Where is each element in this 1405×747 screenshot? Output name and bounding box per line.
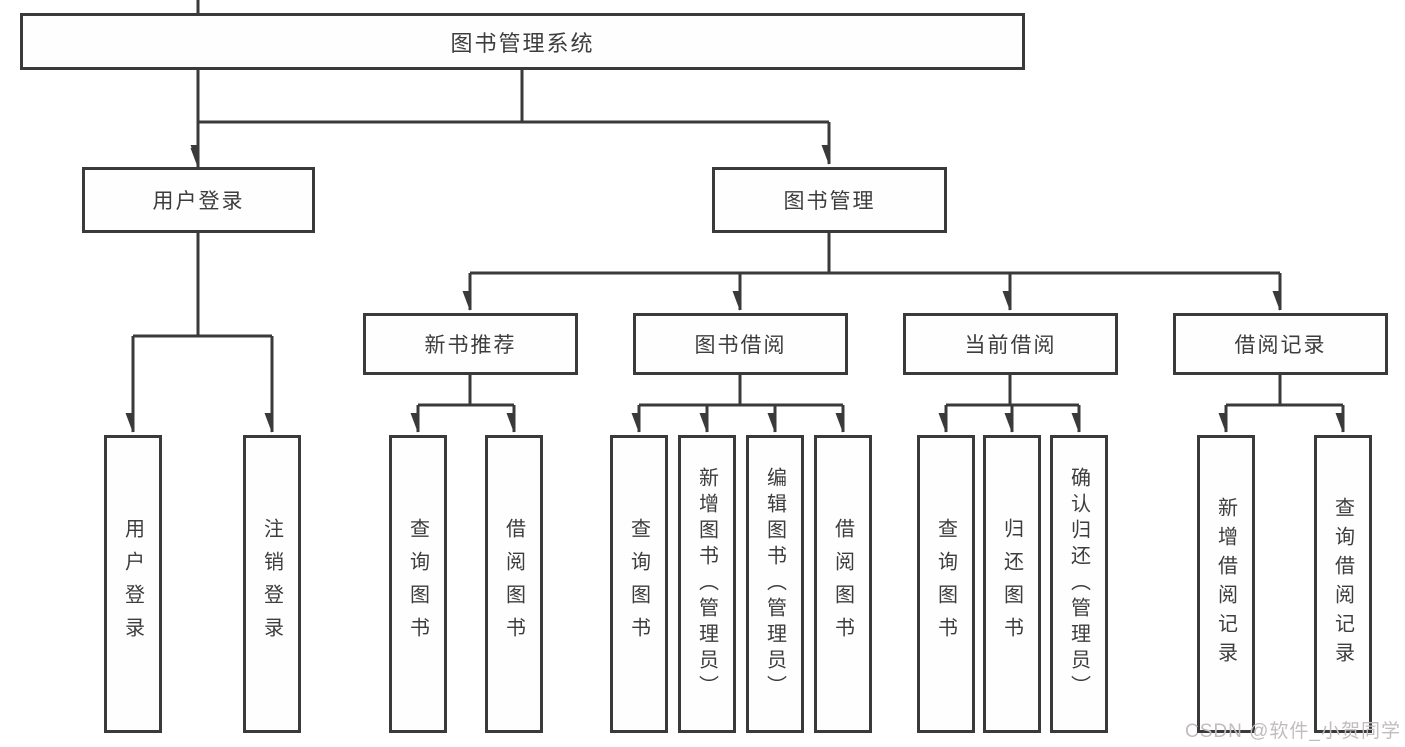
node-label: 当前借阅 [964, 334, 1057, 357]
leaf-query-borrow-record: 查询借阅记录 [1314, 435, 1372, 733]
node-label: 新增图书（管理员） [695, 467, 718, 701]
node-book-management-system: 图书管理系统 [20, 13, 1025, 70]
leaf-query-books-recommend: 查询图书 [389, 435, 447, 733]
node-label: 用户登录 [152, 190, 245, 213]
node-label: 注销登录 [260, 518, 283, 650]
leaf-query-books-current: 查询图书 [917, 435, 975, 733]
node-label: 查询图书 [934, 518, 957, 650]
node-label: 编辑图书（管理员） [763, 467, 786, 701]
leaf-return-books: 归还图书 [983, 435, 1041, 733]
node-label: 图书借阅 [694, 334, 787, 357]
node-label: 确认归还（管理员） [1067, 467, 1090, 701]
node-new-book-recommend: 新书推荐 [363, 313, 578, 375]
node-book-management: 图书管理 [712, 167, 947, 233]
node-label: 归还图书 [1000, 518, 1023, 650]
node-user-login: 用户登录 [82, 167, 315, 233]
node-label: 图书管理 [783, 190, 876, 213]
leaf-add-books-admin: 新增图书（管理员） [678, 435, 736, 733]
leaf-user-login: 用户登录 [104, 435, 162, 733]
leaf-borrow-books-recommend: 借阅图书 [485, 435, 543, 733]
node-borrowing-records: 借阅记录 [1173, 313, 1388, 375]
leaf-query-books-borrowing: 查询图书 [610, 435, 668, 733]
node-label: 借阅记录 [1234, 334, 1327, 357]
node-label: 新增借阅记录 [1214, 497, 1237, 671]
node-label: 用户登录 [121, 518, 144, 650]
node-label: 查询借阅记录 [1331, 497, 1354, 671]
leaf-borrow-books: 借阅图书 [814, 435, 872, 733]
leaf-add-borrow-record: 新增借阅记录 [1197, 435, 1255, 733]
leaf-edit-books-admin: 编辑图书（管理员） [746, 435, 804, 733]
node-label: 查询图书 [406, 518, 429, 650]
node-label: 借阅图书 [502, 518, 525, 650]
node-label: 新书推荐 [424, 334, 517, 357]
leaf-confirm-return-admin: 确认归还（管理员） [1050, 435, 1108, 733]
node-label: 图书管理系统 [450, 30, 595, 56]
leaf-logout: 注销登录 [243, 435, 301, 733]
node-label: 查询图书 [627, 518, 650, 650]
csdn-watermark: CSDN @软件_小贺同学 [1185, 721, 1401, 742]
node-current-borrowing: 当前借阅 [903, 313, 1118, 375]
node-book-borrowing: 图书借阅 [633, 313, 848, 375]
node-label: 借阅图书 [831, 518, 854, 650]
